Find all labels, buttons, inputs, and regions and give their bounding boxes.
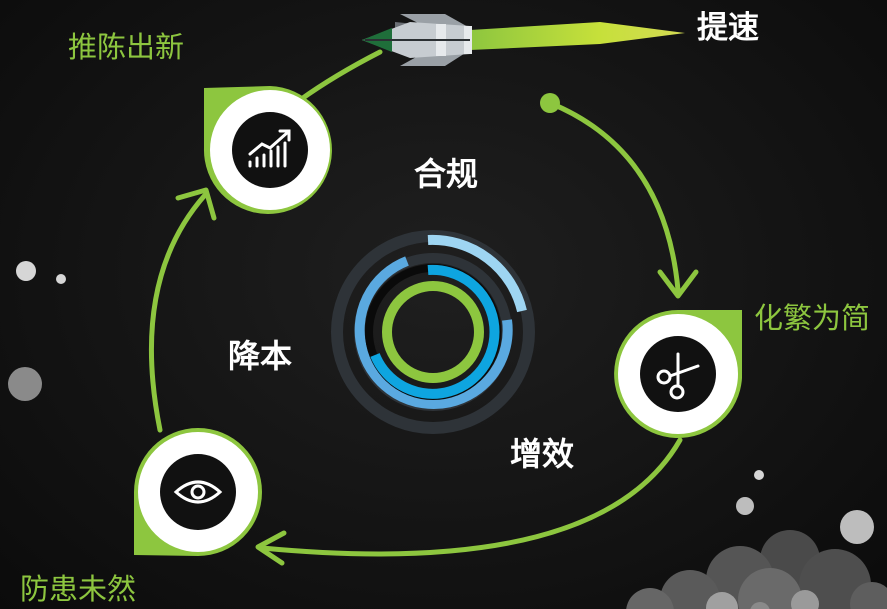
dot — [840, 510, 874, 544]
arrow-head-left — [175, 187, 217, 221]
dot — [56, 274, 66, 284]
label-top-right: 提速 — [697, 10, 759, 46]
label-top-left: 推陈出新 — [68, 30, 185, 64]
dot — [16, 261, 36, 281]
arrow-head-right — [657, 269, 699, 299]
ring-outer-arc — [427, 234, 527, 313]
arrow-head-bottom — [255, 530, 287, 566]
eye-icon — [173, 480, 223, 504]
growth-chart-icon — [248, 129, 291, 168]
arrow-path-bottom — [259, 437, 683, 557]
cycle-arrows — [148, 49, 699, 566]
dot — [8, 367, 42, 401]
dot — [736, 497, 754, 515]
concentric-rings — [331, 230, 535, 434]
arrow-path-left — [148, 192, 208, 433]
dot — [754, 470, 764, 480]
ring-inner-arc — [370, 264, 500, 399]
arrow-path-right — [547, 100, 681, 293]
node-bottom-left — [134, 428, 262, 556]
arrow-start-dot — [540, 93, 560, 113]
label-right: 化繁为简 — [754, 301, 871, 335]
label-center-bottom: 增效 — [510, 435, 575, 473]
ring-core — [382, 281, 484, 383]
label-center-top: 合规 — [414, 155, 479, 193]
node-right — [614, 310, 742, 438]
node-top-left — [203, 86, 332, 214]
ring-mid-arc — [354, 256, 513, 410]
arrow-path-top — [297, 49, 383, 103]
decorative-dots — [8, 261, 874, 544]
rocket-icon — [362, 14, 685, 66]
smoke-cloud — [626, 530, 887, 609]
label-bottom-left: 防患未然 — [20, 572, 137, 606]
scissors-icon — [656, 352, 700, 400]
label-center-left: 降本 — [228, 337, 293, 375]
